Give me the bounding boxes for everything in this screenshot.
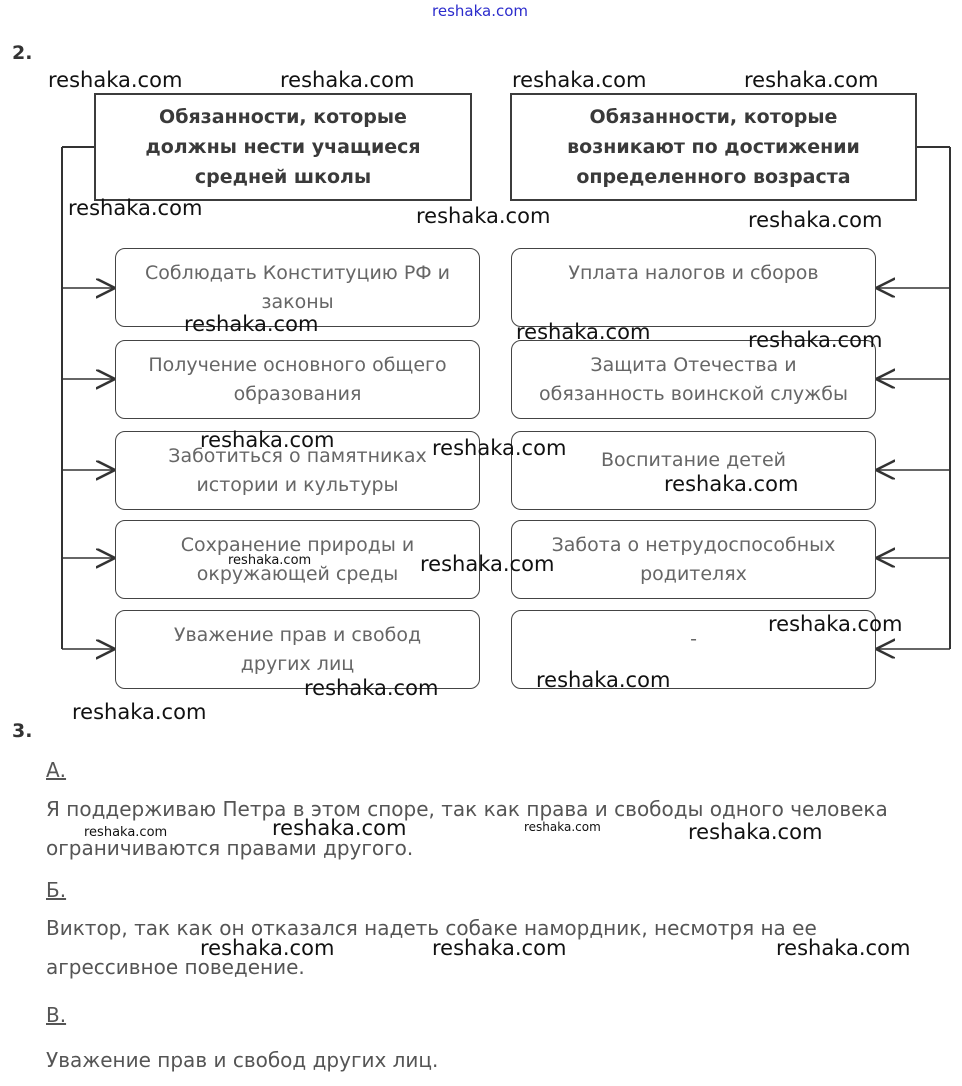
right-header-line: возникают по достижении (567, 136, 860, 158)
watermark: reshaka.com (432, 436, 567, 460)
left-header-box: Обязанности, которые должны нести учащие… (94, 93, 472, 201)
watermark: reshaka.com (432, 936, 567, 960)
answer-b-text: Виктор, так как он отказался надеть соба… (46, 909, 926, 987)
answer-line: Я поддерживаю Петра в этом споре, так ка… (46, 797, 888, 821)
right-header-line: Обязанности, которые (589, 106, 838, 128)
watermark: reshaka.com (84, 825, 168, 840)
watermark: reshaka.com (416, 204, 551, 228)
answer-a-letter: А. (46, 758, 67, 782)
right-header-line: определенного возраста (576, 166, 851, 188)
watermark: reshaka.com (280, 68, 415, 92)
watermark: reshaka.com (200, 936, 335, 960)
task-3-number: 3. (12, 720, 33, 742)
right-item-2: Защита Отечества и обязанность воинской с… (511, 340, 876, 419)
item-line: обязанность воинской службы (539, 382, 848, 405)
watermark: reshaka.com (512, 68, 647, 92)
watermark: reshaka.com (524, 820, 601, 834)
item-line: Уважение прав и свобод (173, 623, 422, 646)
watermark: reshaka.com (768, 612, 903, 636)
item-line: Защита Отечества и (590, 353, 797, 376)
answer-line: Виктор, так как он отказался надеть соба… (46, 916, 817, 940)
item-line: - (690, 628, 697, 650)
item-line: Сохранение природы и (180, 533, 415, 556)
watermark: reshaka.com (776, 936, 911, 960)
watermark: reshaka.com (304, 676, 439, 700)
answer-v-letter: В. (46, 1003, 67, 1027)
item-line: образования (233, 382, 362, 405)
answer-line: ограничиваются правами другого. (46, 836, 414, 860)
right-item-1: Уплата налогов и сборов (511, 248, 876, 327)
watermark: reshaka.com (748, 328, 883, 352)
item-line: Получение основного общего (148, 353, 447, 376)
item-line: других лиц (240, 652, 355, 675)
item-line: родителях (640, 562, 747, 585)
left-header-line: Обязанности, которые (159, 106, 407, 128)
left-item-5: Уважение прав и свобод других лиц (115, 610, 480, 689)
item-line: истории и культуры (196, 473, 399, 496)
item-line: Воспитание детей (600, 449, 787, 471)
left-item-3: Заботиться о памятниках истории и культур… (115, 431, 480, 510)
connector-lines (61, 146, 951, 700)
watermark: reshaka.com (420, 552, 555, 576)
left-item-4: Сохранение природы и окружающей среды (115, 520, 480, 599)
item-line: Соблюдать Конституцию РФ и (144, 262, 451, 284)
right-item-5: - (511, 610, 876, 689)
watermark: reshaka.com (72, 700, 207, 724)
task-2-number: 2. (12, 42, 33, 64)
watermark: reshaka.com (744, 68, 879, 92)
watermark: reshaka.com (688, 820, 823, 844)
item-line: Уплата налогов и сборов (568, 262, 819, 284)
right-item-3: Воспитание детей (511, 431, 876, 510)
answer-a-text: Я поддерживаю Петра в этом споре, так ка… (46, 790, 926, 868)
watermark: reshaka.com (200, 428, 335, 452)
answer-v-text: Уважение прав и свобод других лиц. (46, 1041, 926, 1080)
answer-b-letter: Б. (46, 878, 67, 902)
item-line: Забота о нетрудоспособных (551, 533, 836, 556)
watermark: reshaka.com (536, 668, 671, 692)
watermark: reshaka.com (272, 816, 407, 840)
item-line: законы (261, 291, 334, 313)
watermark: reshaka.com (228, 553, 312, 568)
left-header-line: средней школы (194, 166, 372, 188)
left-item-2: Получение основного общего образования (115, 340, 480, 419)
watermark: reshaka.com (184, 312, 319, 336)
watermark: reshaka.com (48, 68, 183, 92)
right-header-box: Обязанности, которые возникают по достиж… (510, 93, 917, 201)
answer-line: Уважение прав и свобод других лиц. (46, 1048, 439, 1072)
watermark: reshaka.com (748, 208, 883, 232)
site-link[interactable]: reshaka.com (432, 2, 528, 20)
left-header-line: должны нести учащиеся (145, 136, 421, 158)
watermark: reshaka.com (68, 196, 203, 220)
watermark: reshaka.com (516, 320, 651, 344)
item-line: Заботиться о памятниках (168, 444, 427, 467)
watermark: reshaka.com (664, 472, 799, 496)
answer-line: агрессивное поведение. (46, 955, 305, 979)
left-item-1: Соблюдать Конституцию РФ и законы (115, 248, 480, 327)
right-item-4: Забота о нетрудоспособных родителях (511, 520, 876, 599)
item-line: окружающей среды (196, 562, 399, 585)
